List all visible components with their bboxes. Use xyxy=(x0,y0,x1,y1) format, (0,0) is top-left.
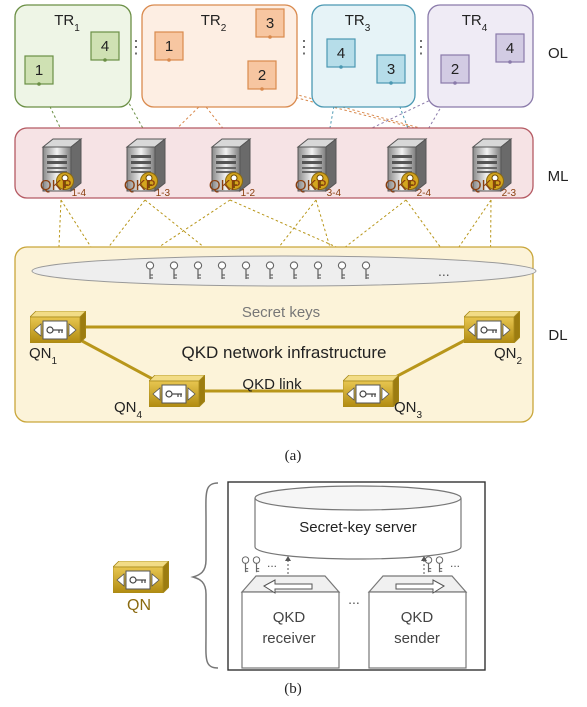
secret-keys-label: Secret keys xyxy=(242,304,320,321)
keys-ellipsis: ... xyxy=(438,263,450,279)
qn-device-icon xyxy=(343,375,399,407)
qn-label-1: QN1 xyxy=(29,345,58,367)
qn-legend-label: QN xyxy=(127,597,151,614)
infrastructure-label: QKD network infrastructure xyxy=(181,343,386,362)
tr-title-2: TR2 xyxy=(201,12,227,34)
qkd-link-label: QKD link xyxy=(242,376,302,393)
tr3-node-4 xyxy=(326,38,356,68)
sender-arrowhead xyxy=(421,556,427,561)
qkp-label-1-3: QKP1-3 xyxy=(124,177,171,199)
ellipsis-1: ⋮ xyxy=(127,37,145,57)
tr2-node-port xyxy=(167,58,171,62)
tr-title-3: TR3 xyxy=(345,12,371,34)
ellipsis-3: ⋮ xyxy=(412,37,430,57)
tr2-node-label-1: 1 xyxy=(165,38,173,55)
caption-a: (a) xyxy=(285,448,302,464)
receiver-arrowhead xyxy=(285,556,291,561)
layer-label-ml: ML xyxy=(548,168,569,185)
sender-label-line-2: sender xyxy=(394,630,440,647)
qn-device-icon-large xyxy=(113,561,169,593)
qn-label-3: QN3 xyxy=(394,399,423,421)
tr2-node-port xyxy=(268,35,272,39)
tr4-node-port xyxy=(508,60,512,64)
tr2-node-port xyxy=(260,87,264,91)
receiver-label-line-1: QKD xyxy=(273,609,306,626)
qn-label-2: QN2 xyxy=(494,345,523,367)
sender-label-line-1: QKD xyxy=(401,609,434,626)
tr3-node-port xyxy=(389,81,393,85)
tr1-node-label-4: 4 xyxy=(101,38,109,55)
sender-box-front xyxy=(368,591,467,669)
secret-key-server-label: Secret-key server xyxy=(299,519,417,536)
qkp-label-2-4: QKP2-4 xyxy=(385,177,432,199)
tr-title-4: TR4 xyxy=(462,12,488,34)
server-key-dots-1: ... xyxy=(267,556,277,570)
brace xyxy=(190,482,219,669)
tr1-node-port xyxy=(103,58,107,62)
device-layer-box xyxy=(14,246,534,423)
tr3-node-port xyxy=(339,65,343,69)
receiver-arrow-icon xyxy=(263,579,313,594)
between-boxes-dots: ... xyxy=(348,591,360,607)
tr3-node-3 xyxy=(376,54,406,84)
qkp-label-3-4: QKP3-4 xyxy=(295,177,342,199)
qkp-label-1-2: QKP1-2 xyxy=(209,177,256,199)
sender-arrow-icon xyxy=(395,579,445,594)
qkp-label-1-4: QKP1-4 xyxy=(40,177,87,199)
tr2-node-label-3: 3 xyxy=(266,15,274,32)
tr2-node-label-2: 2 xyxy=(258,67,266,84)
server-cylinder-top xyxy=(254,485,462,511)
tr4-node-port xyxy=(453,81,457,85)
tr1-node-port xyxy=(37,82,41,86)
qn-device-icon xyxy=(149,375,205,407)
receiver-label-line-2: receiver xyxy=(262,630,315,647)
node-to-qkp-line-10 xyxy=(325,61,511,151)
tr4-node-label-4: 4 xyxy=(506,40,514,57)
management-layer-box xyxy=(14,127,534,199)
tr3-node-label-3: 3 xyxy=(387,61,395,78)
tr4-node-4 xyxy=(495,33,525,63)
layer-label-dl: DL xyxy=(548,327,567,344)
qn-device-icon xyxy=(464,311,520,343)
qn-device-icon xyxy=(30,311,86,343)
tr3-node-label-4: 4 xyxy=(337,45,345,62)
qn-label-4: QN4 xyxy=(114,399,143,421)
server-cylinder-body xyxy=(254,498,462,560)
tr4-node-label-2: 2 xyxy=(451,61,459,78)
receiver-box-front xyxy=(241,591,340,669)
ellipsis-2: ⋮ xyxy=(295,37,313,57)
layer-label-ol: OL xyxy=(548,45,568,62)
server-key-dots-2: ... xyxy=(450,556,460,570)
caption-b: (b) xyxy=(284,681,302,697)
qkp-label-2-3: QKP2-3 xyxy=(470,177,517,199)
secret-keys-ring xyxy=(31,255,537,287)
tr-title-1: TR1 xyxy=(54,12,80,34)
tr1-node-label-1: 1 xyxy=(35,62,43,79)
